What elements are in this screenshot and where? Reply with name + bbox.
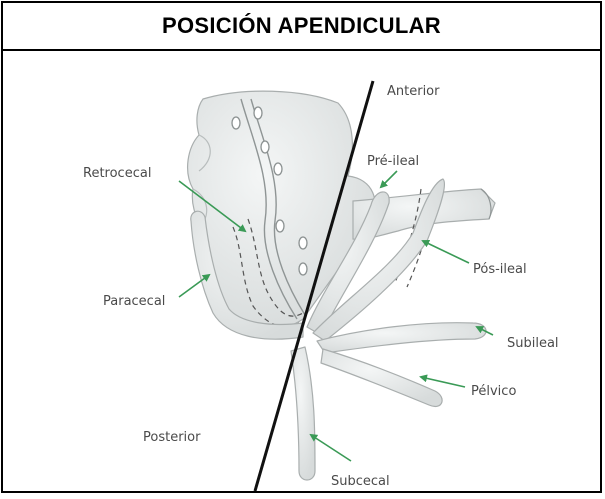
label-subileal: Subileal [507,336,559,351]
label-posterior: Posterior [143,430,201,445]
label-retrocecal: Retrocecal [83,166,151,181]
diagram-svg: Anterior Posterior Retrocecal Paracecal … [3,51,604,495]
label-pos-ileal: Pós-ileal [473,262,527,277]
appendix-position-diagram: Anterior Posterior Retrocecal Paracecal … [3,51,604,495]
label-pre-ileal: Pré-ileal [367,154,419,169]
label-anterior: Anterior [387,84,440,99]
label-paracecal: Paracecal [103,294,165,309]
title-row: POSICIÓN APENDICULAR [3,3,600,51]
label-subcecal: Subcecal [331,474,390,489]
label-pelvico: Pélvico [471,384,516,399]
figure-frame: POSICIÓN APENDICULAR [1,1,602,493]
page-title: POSICIÓN APENDICULAR [162,13,441,39]
